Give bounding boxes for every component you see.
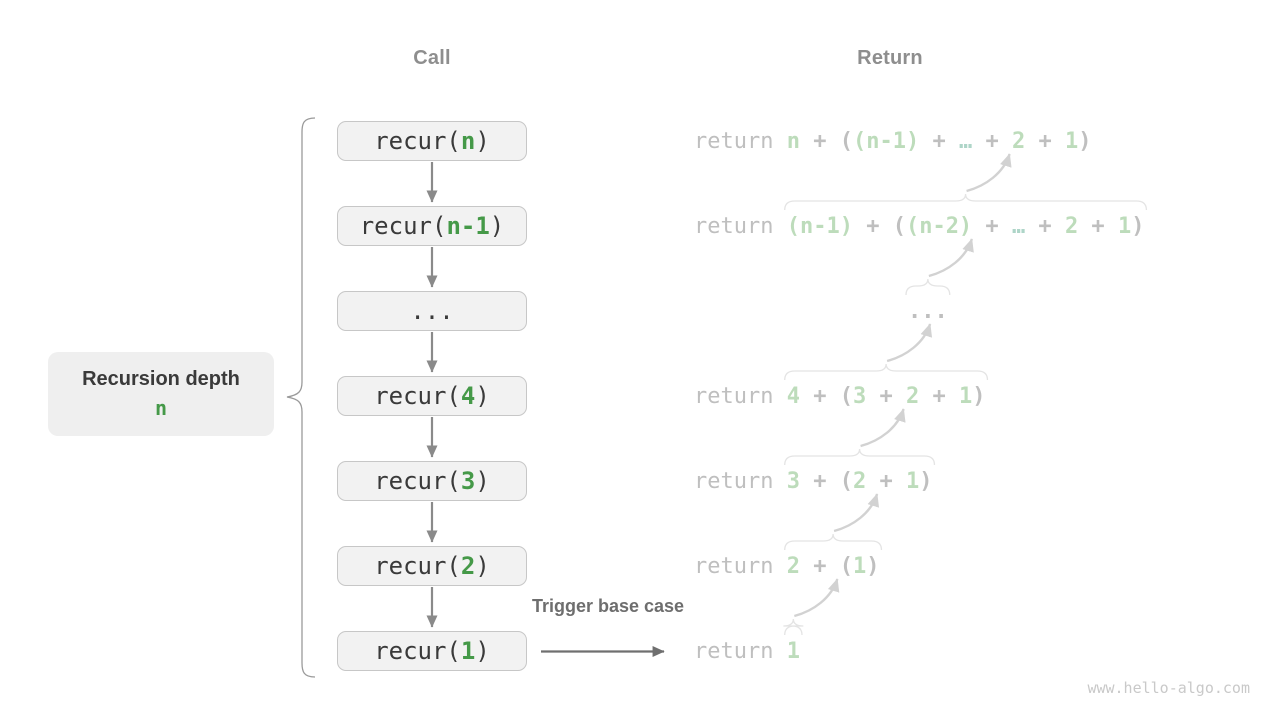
code-token: n bbox=[786, 128, 800, 154]
code-token: 1 bbox=[786, 638, 800, 664]
code-token: n-1 bbox=[446, 212, 490, 240]
code-token: ) bbox=[475, 382, 490, 410]
code-token: 2 bbox=[1064, 213, 1079, 239]
code-token: recur( bbox=[374, 382, 461, 410]
return-row: return n + ((n-1) + … + 2 + 1) bbox=[694, 125, 1091, 157]
code-token: 2 bbox=[460, 552, 476, 580]
code-token: + bbox=[1078, 213, 1118, 239]
code-token: recur( bbox=[374, 552, 461, 580]
code-token: ) bbox=[475, 637, 490, 665]
code-token: + bbox=[919, 383, 959, 409]
code-token: ) bbox=[919, 468, 933, 494]
code-token: 3 bbox=[460, 467, 476, 495]
code-token: return bbox=[694, 383, 787, 409]
code-token: 2 bbox=[1011, 128, 1026, 154]
code-token: recur( bbox=[374, 637, 461, 665]
code-token: recur( bbox=[359, 212, 447, 240]
code-token: ) bbox=[1078, 128, 1092, 154]
call-box: recur(n) bbox=[337, 121, 527, 161]
code-token: ) bbox=[866, 553, 880, 579]
code-token: ) bbox=[489, 212, 505, 240]
return-expression: ... bbox=[908, 299, 948, 324]
code-token: 4 bbox=[460, 382, 476, 410]
code-token: + bbox=[852, 213, 893, 239]
recursion-depth-title: Recursion depth bbox=[82, 368, 240, 390]
code-token: 2 bbox=[852, 468, 867, 494]
call-box: recur(n-1) bbox=[337, 206, 527, 246]
code-token: recur( bbox=[374, 127, 461, 155]
code-token: ) bbox=[475, 552, 490, 580]
code-token: ( bbox=[839, 553, 853, 579]
code-token: + bbox=[799, 383, 840, 409]
code-token: return bbox=[694, 638, 787, 664]
return-row: return 4 + (3 + 2 + 1) bbox=[694, 380, 985, 412]
call-box: recur(4) bbox=[337, 376, 527, 416]
code-token: + bbox=[1025, 213, 1065, 239]
code-token: + bbox=[1025, 128, 1065, 154]
code-token: ) bbox=[475, 467, 490, 495]
return-row: return (n-1) + ((n-2) + … + 2 + 1) bbox=[694, 210, 1144, 242]
code-token: ) bbox=[972, 383, 986, 409]
return-expression: 3 + (2 + 1) bbox=[787, 469, 933, 494]
code-token: 2 bbox=[905, 383, 920, 409]
call-column-header: Call bbox=[413, 47, 451, 69]
code-token: ( bbox=[839, 383, 853, 409]
code-token: recur( bbox=[374, 467, 461, 495]
code-token: + bbox=[866, 383, 906, 409]
code-token: return bbox=[694, 213, 787, 239]
return-row: return 1 bbox=[694, 635, 800, 667]
code-token: ... bbox=[908, 298, 948, 324]
code-token: + bbox=[919, 128, 959, 154]
code-token: return bbox=[694, 468, 787, 494]
code-token: 3 bbox=[852, 383, 867, 409]
code-token: 2 bbox=[786, 553, 800, 579]
recursion-depth-value: n bbox=[154, 396, 168, 420]
return-row: ... bbox=[694, 295, 948, 327]
code-token: + bbox=[866, 468, 906, 494]
code-token: ... bbox=[410, 297, 454, 325]
code-token: + bbox=[972, 128, 1012, 154]
code-token: return bbox=[694, 553, 787, 579]
code-token: return bbox=[694, 128, 787, 154]
return-expression: 2 + (1) bbox=[787, 554, 880, 579]
code-token: ( bbox=[892, 213, 906, 239]
code-token: 3 bbox=[786, 468, 800, 494]
code-token: 1 bbox=[905, 468, 920, 494]
code-token: + bbox=[799, 468, 840, 494]
code-token: (n-1) bbox=[852, 128, 920, 154]
return-row: return 3 + (2 + 1) bbox=[694, 465, 932, 497]
code-token: 1 bbox=[1117, 213, 1132, 239]
recursion-depth-label: Recursion depth n bbox=[48, 352, 274, 436]
code-token: (n-1) bbox=[786, 213, 853, 239]
watermark-text: www.hello-algo.com bbox=[1087, 679, 1250, 697]
return-expression: n + ((n-1) + … + 2 + 1) bbox=[787, 129, 1092, 154]
return-column-header: Return bbox=[857, 47, 923, 69]
code-token: … bbox=[1011, 213, 1026, 239]
call-box: recur(3) bbox=[337, 461, 527, 501]
return-expression: (n-1) + ((n-2) + … + 2 + 1) bbox=[787, 214, 1145, 239]
call-box: recur(2) bbox=[337, 546, 527, 586]
code-token: + bbox=[972, 213, 1012, 239]
code-token: 1 bbox=[460, 637, 476, 665]
trigger-base-case-label: Trigger base case bbox=[531, 596, 685, 616]
code-token: 4 bbox=[786, 383, 800, 409]
code-token: 1 bbox=[958, 383, 973, 409]
code-token: 1 bbox=[1064, 128, 1079, 154]
code-token: + bbox=[799, 128, 840, 154]
code-token: ) bbox=[475, 127, 490, 155]
code-token: (n-2) bbox=[905, 213, 973, 239]
return-expression: 1 bbox=[787, 639, 800, 664]
call-box: ... bbox=[337, 291, 527, 331]
code-token: ) bbox=[1131, 213, 1145, 239]
code-token: 1 bbox=[852, 553, 867, 579]
code-token: + bbox=[799, 553, 840, 579]
return-expression: 4 + (3 + 2 + 1) bbox=[787, 384, 986, 409]
return-row: return 2 + (1) bbox=[694, 550, 879, 582]
code-token: ( bbox=[839, 128, 853, 154]
code-token: ( bbox=[839, 468, 853, 494]
code-token: n bbox=[460, 127, 476, 155]
call-box: recur(1) bbox=[337, 631, 527, 671]
code-token: … bbox=[958, 128, 973, 154]
